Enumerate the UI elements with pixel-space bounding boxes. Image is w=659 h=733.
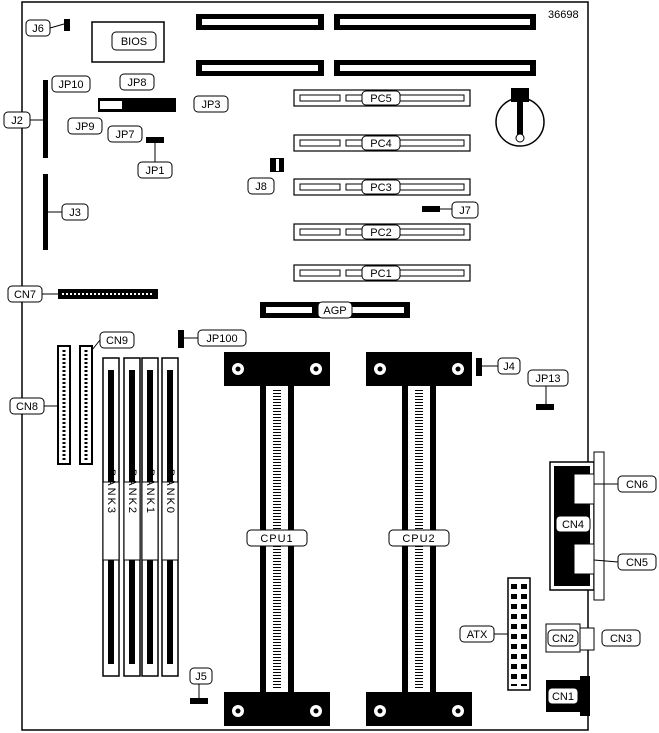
jp1-jumper [146,137,164,143]
cn7-label: CN7 [14,289,36,301]
j6-label: J6 [32,23,44,35]
bank1-label: BANK1 [144,469,156,515]
cn6-label: CN6 [626,479,648,491]
jp8-label: JP8 [128,77,147,89]
cpu1-slot [224,352,330,726]
document-id: 36698 [548,9,579,21]
atx-label: ATX [467,629,488,641]
callouts: J6 JP10 JP8 JP3 J2 JP9 JP7 JP1 J8 J3 J7 … [3,19,657,705]
bank3-label: BANK3 [105,469,117,515]
j7-label: J7 [459,205,471,217]
bios-label: BIOS [121,36,147,48]
cn3-connector [579,627,595,651]
j5-jumper [190,698,208,704]
cn5-label: CN5 [626,557,648,569]
jp13-label: JP13 [535,373,560,385]
memory-banks [102,357,179,677]
cn9-label: CN9 [106,335,128,347]
j8-label: J8 [255,181,267,193]
pc4-label: PC4 [370,138,391,150]
cpu2-slot [366,352,472,726]
cn1-label: CN1 [552,691,574,703]
pc1-label: PC1 [370,268,391,280]
cn9-connector [79,345,93,465]
j4-label: J4 [503,361,515,373]
jp7-label: JP7 [116,129,135,141]
cn8-connector [57,345,71,465]
jp100-jumper [178,330,184,348]
cn3-label: CN3 [610,633,632,645]
j3-connector [43,174,48,250]
pc2-label: PC2 [370,227,391,239]
j5-label: J5 [195,671,207,683]
cpu1-label: CPU1 [260,533,293,545]
cn4-label: CN4 [562,519,584,531]
cpu2-label: CPU2 [402,533,435,545]
jp1-label: JP1 [146,165,165,177]
j3-label: J3 [69,207,81,219]
j2-connector [43,80,48,158]
jp13-jumper [536,404,554,410]
j6-jumper [64,19,70,31]
pc3-label: PC3 [370,182,391,194]
cn8-label: CN8 [16,401,38,413]
bank0-label: BANK0 [164,469,176,515]
pc5-label: PC5 [370,93,391,105]
bank2-label: BANK2 [126,469,138,515]
cn2-label: CN2 [552,633,574,645]
j2-label: J2 [11,115,23,127]
jp9-label: JP9 [76,121,95,133]
pci-slots: PC5 PC4 PC3 PC2 PC1 [293,89,471,282]
agp-label: AGP [323,305,346,317]
jp10-label: JP10 [58,79,83,91]
j7-jumper [422,206,440,212]
jp100-label: JP100 [206,333,237,345]
j4-jumper [476,358,482,376]
jp3-label: JP3 [202,99,221,111]
